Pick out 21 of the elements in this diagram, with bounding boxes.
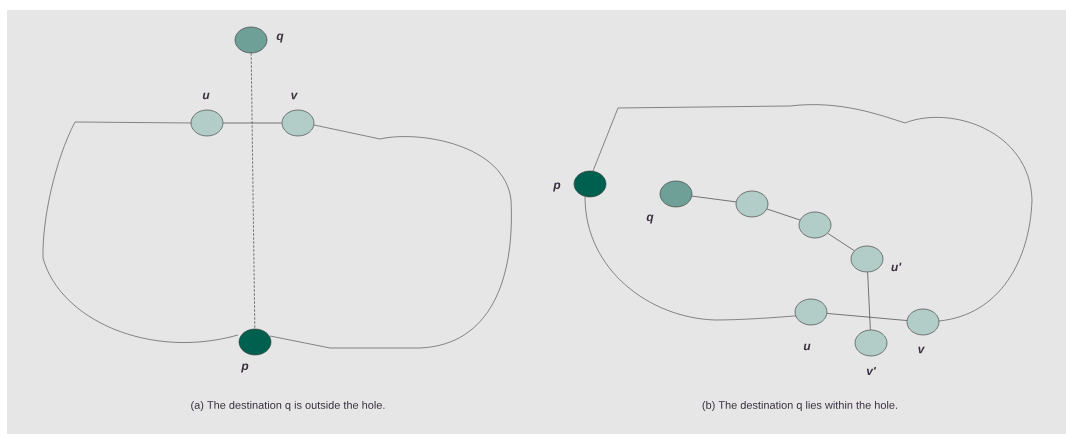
node-label: q	[276, 33, 284, 43]
node-label: u	[803, 343, 811, 351]
connector-line	[691, 195, 737, 203]
node-label: p	[241, 363, 249, 373]
connector-line	[250, 52, 256, 330]
node-label: u	[202, 92, 210, 100]
connector-line	[222, 122, 283, 124]
caption: (b) The destination q lies within the hole.	[702, 400, 898, 412]
node-label: q	[646, 214, 654, 224]
connector-line	[867, 271, 871, 331]
node-label: u'	[891, 262, 902, 272]
node-label: p	[553, 182, 561, 192]
node-circle	[798, 211, 832, 239]
connector-line	[766, 208, 801, 221]
connector-line	[827, 232, 855, 252]
caption: (a) The destination q is outside the hole.	[191, 400, 385, 412]
node-label: v	[918, 346, 925, 354]
node-label: v	[291, 92, 298, 100]
connector-line	[826, 313, 908, 321]
node-circle	[735, 190, 769, 218]
node-label: v'	[866, 366, 877, 376]
